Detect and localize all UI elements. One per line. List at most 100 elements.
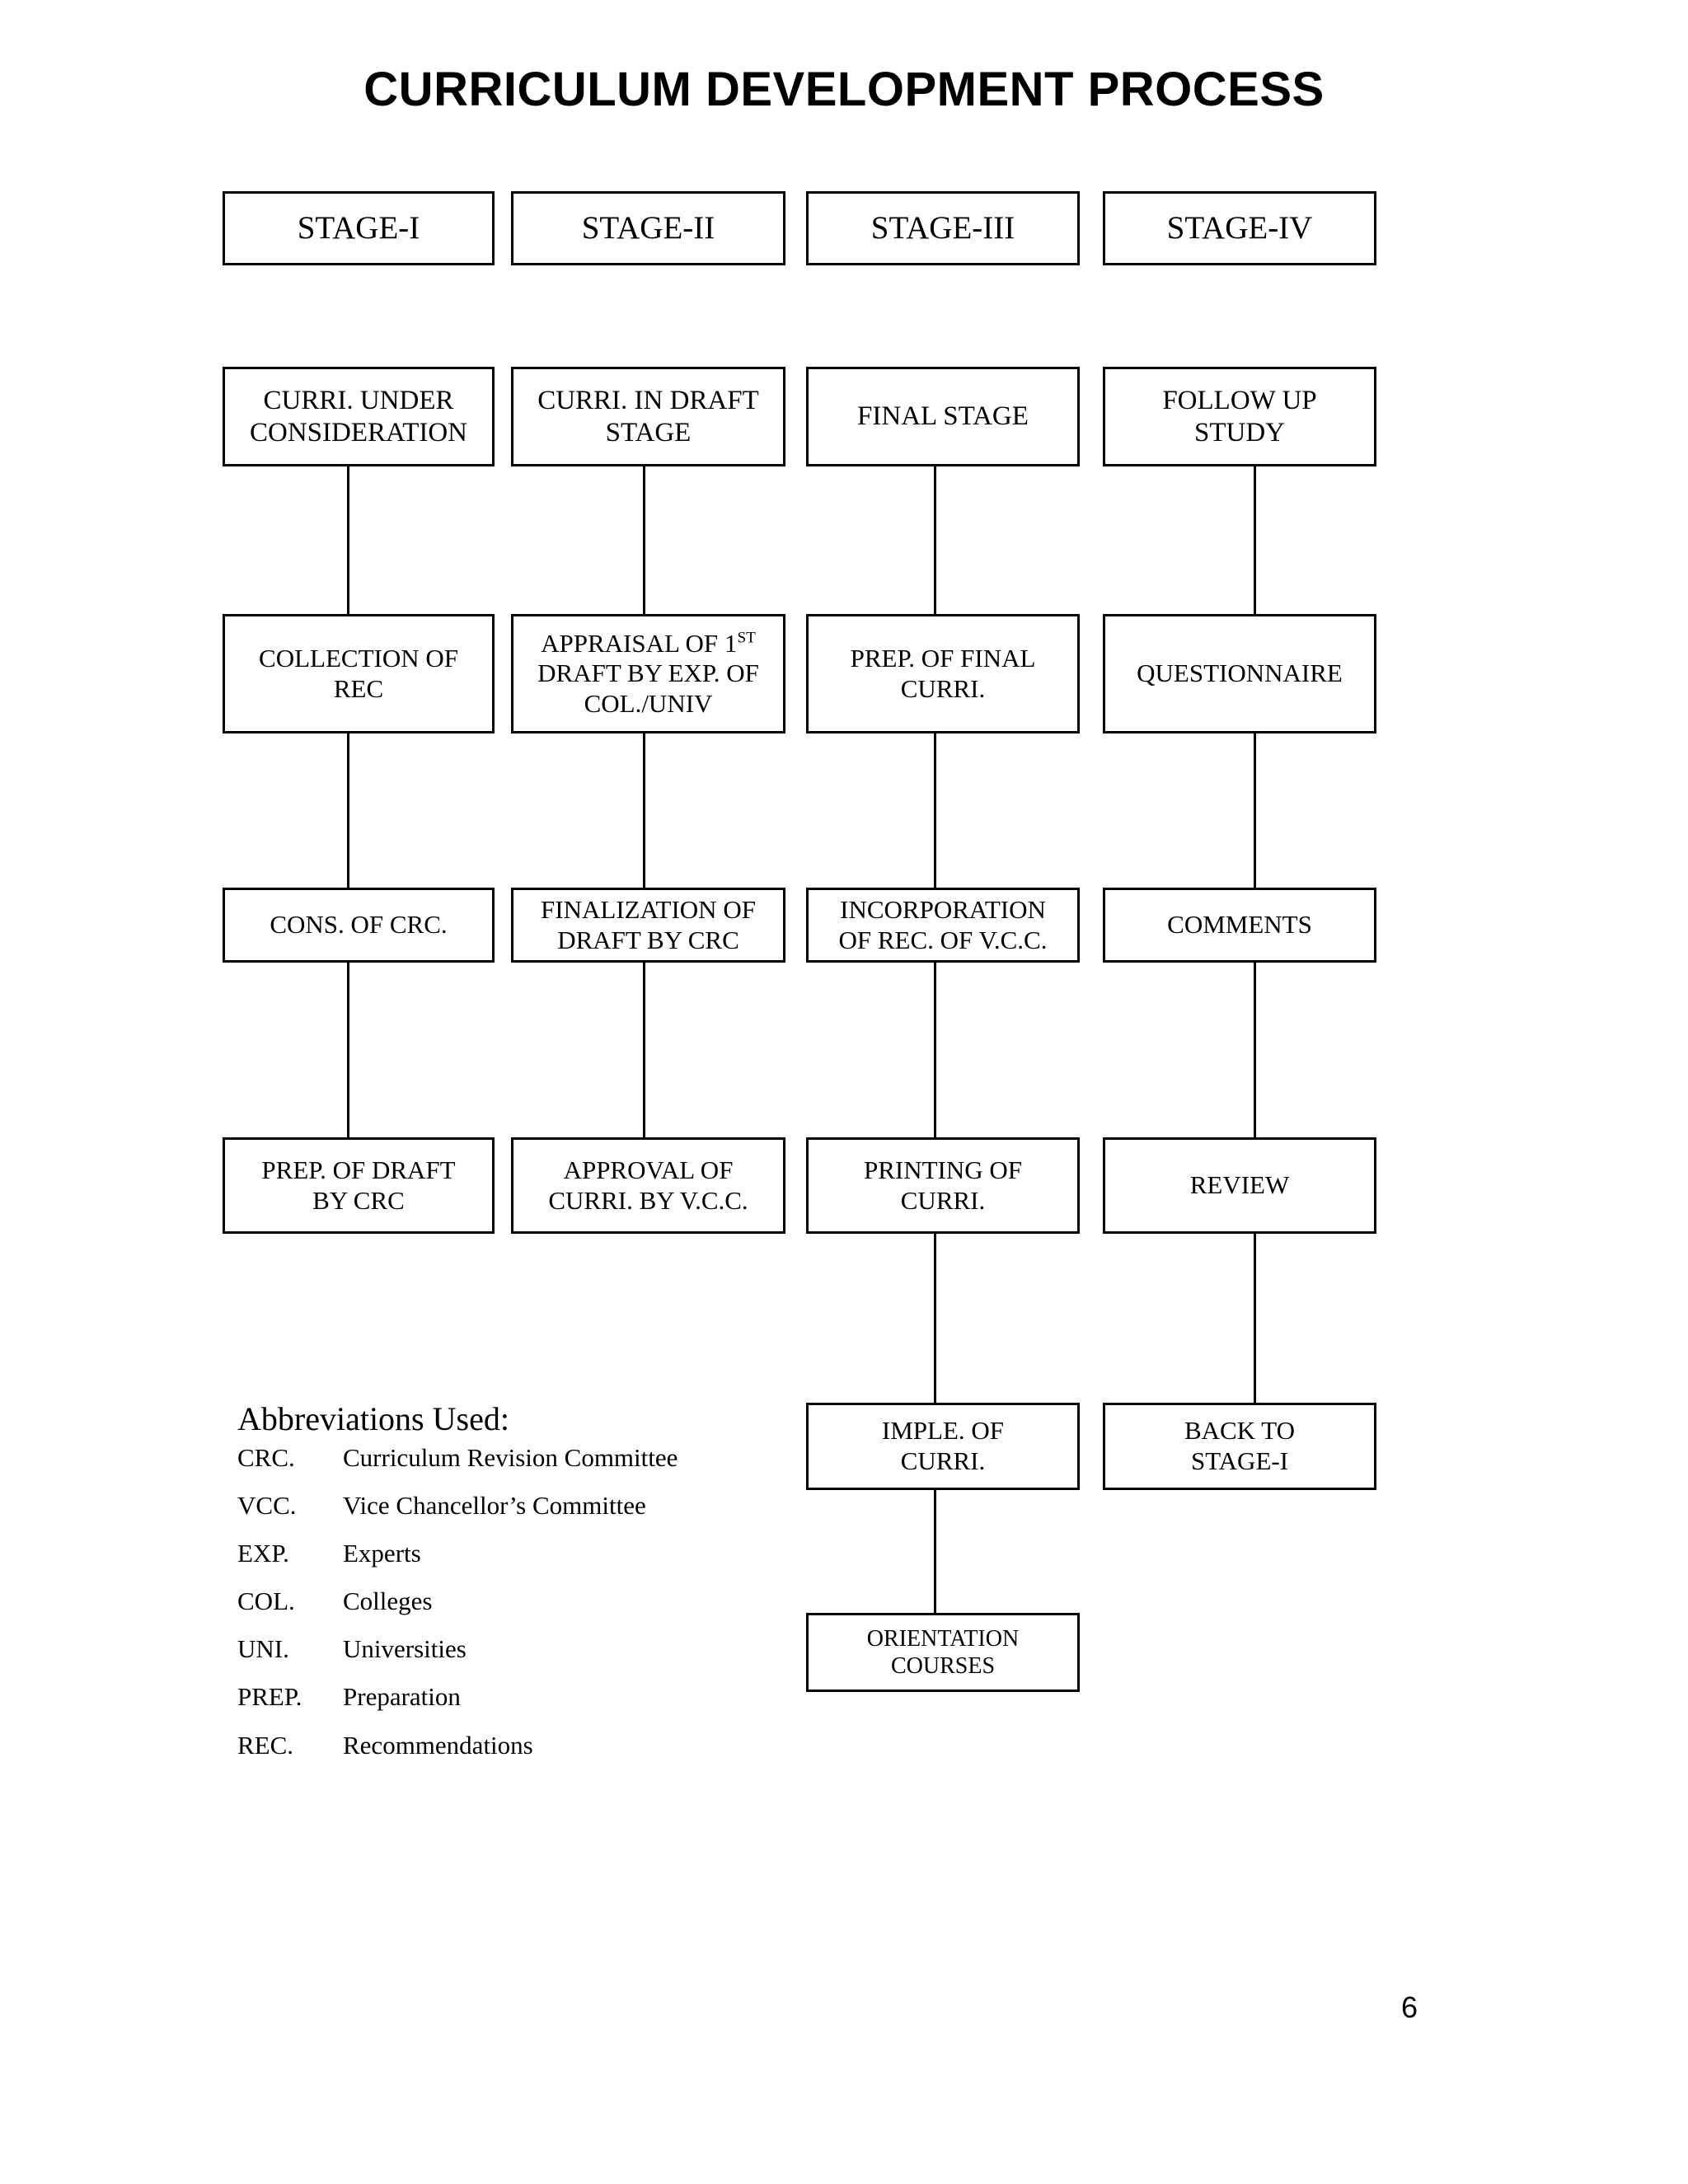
node-label: APPRAISAL OF 1ST DRAFT BY EXP. OF COL./U… [518, 629, 778, 719]
connector-c3-r2-r3 [934, 466, 936, 614]
node-label: CURRI. UNDER CONSIDERATION [230, 385, 487, 449]
abbreviation-key: EXP. [237, 1539, 289, 1568]
abbreviation-item: CRC. Curriculum Revision Committee [237, 1443, 765, 1472]
node-finalization-of-draft-by-crc: FINALIZATION OF DRAFT BY CRC [511, 888, 785, 963]
node-line-2: CONSIDERATION [250, 417, 467, 448]
connector-c2-r2-r3 [643, 466, 645, 614]
node-back-to-stage-i: BACK TO STAGE-I [1103, 1403, 1376, 1490]
node-line-1-text: APPRAISAL OF 1 [541, 628, 738, 658]
abbreviation-key: CRC. [237, 1443, 295, 1472]
node-line-1: FOLLOW UP [1162, 385, 1317, 415]
node-line-2: REC [333, 673, 384, 703]
node-line-2: STAGE [605, 417, 692, 448]
node-line-1: FINAL STAGE [857, 401, 1029, 432]
abbreviation-key: COL. [237, 1586, 295, 1616]
node-line-1: COLLECTION OF [259, 643, 458, 673]
abbreviations-block: Abbreviations Used: CRC. Curriculum Revi… [237, 1401, 765, 1779]
stage-box-1: STAGE-I [223, 191, 495, 265]
stage-box-3: STAGE-III [806, 191, 1080, 265]
abbreviation-value: Colleges [343, 1586, 433, 1616]
node-line-1: PRINTING OF [863, 1155, 1023, 1184]
node-curri-under-consideration: CURRI. UNDER CONSIDERATION [223, 367, 495, 466]
node-printing-of-curri: PRINTING OF CURRI. [806, 1137, 1080, 1234]
node-label: CONS. OF CRC. [230, 910, 487, 940]
connector-c3-r3-r4 [934, 733, 936, 888]
node-line-1: INCORPORATION [840, 894, 1046, 924]
abbreviation-item: REC. Recommendations [237, 1730, 765, 1760]
node-label: FINAL STAGE [814, 401, 1072, 433]
abbreviation-item: EXP. Experts [237, 1540, 765, 1568]
stage-box-2-label: STAGE-II [581, 209, 715, 246]
abbreviation-item: UNI. Universities [237, 1635, 765, 1663]
node-comments: COMMENTS [1103, 888, 1376, 963]
node-imple-of-curri: IMPLE. OF CURRI. [806, 1403, 1080, 1490]
abbreviation-value: Preparation [343, 1682, 461, 1712]
node-label: PREP. OF FINAL CURRI. [814, 644, 1072, 704]
node-incorporation-of-rec-of-vcc: INCORPORATION OF REC. OF V.C.C. [806, 888, 1080, 963]
page-number: 6 [1401, 1990, 1418, 2024]
node-label: COLLECTION OF REC [230, 644, 487, 704]
node-line-1: BACK TO [1184, 1416, 1296, 1446]
node-appraisal-of-first-draft: APPRAISAL OF 1ST DRAFT BY EXP. OF COL./U… [511, 614, 785, 733]
node-questionnaire: QUESTIONNAIRE [1103, 614, 1376, 733]
node-line-2: STUDY [1193, 417, 1285, 448]
node-line-2: BY CRC [312, 1185, 405, 1215]
abbreviation-key: PREP. [237, 1682, 302, 1712]
node-line-1: CONS. OF CRC. [270, 910, 448, 940]
connector-c3-r6-r7 [934, 1490, 936, 1613]
abbreviation-value: Recommendations [343, 1730, 533, 1760]
node-line-2: CURRI. [900, 1446, 986, 1475]
connector-c1-r4-r5 [347, 963, 349, 1137]
node-orientation-courses: ORIENTATION COURSES [806, 1613, 1080, 1692]
abbreviation-key: VCC. [237, 1491, 297, 1521]
abbreviation-item: VCC. Vice Chancellor’s Committee [237, 1491, 765, 1521]
connector-c2-r4-r5 [643, 963, 645, 1137]
node-line-1: PREP. OF FINAL [850, 643, 1036, 673]
stage-box-1-label: STAGE-I [297, 209, 420, 246]
node-line-1: APPRAISAL OF 1ST [541, 629, 756, 658]
node-line-2: DRAFT BY EXP. OF [537, 658, 759, 688]
node-label: QUESTIONNAIRE [1110, 658, 1369, 689]
node-line-1: FINALIZATION OF [541, 894, 756, 924]
node-label: BACK TO STAGE-I [1110, 1416, 1369, 1476]
abbreviation-value: Experts [343, 1539, 421, 1568]
connector-c1-r2-r3 [347, 466, 349, 614]
stage-box-4: STAGE-IV [1103, 191, 1376, 265]
node-line-1: CURRI. UNDER [263, 385, 454, 415]
connector-c1-r3-r4 [347, 733, 349, 888]
node-line-1: REVIEW [1189, 1170, 1290, 1200]
page-title: CURRICULUM DEVELOPMENT PROCESS [363, 63, 1325, 116]
connector-c4-r2-r3 [1254, 466, 1256, 614]
abbreviation-value: Curriculum Revision Committee [343, 1443, 678, 1472]
node-line-1: QUESTIONNAIRE [1137, 658, 1343, 688]
node-label: IMPLE. OF CURRI. [814, 1416, 1072, 1476]
connector-c4-r4-r5 [1254, 963, 1256, 1137]
stage-box-4-label: STAGE-IV [1166, 209, 1313, 246]
ordinal-superscript: ST [737, 629, 756, 647]
node-line-3: COL./UNIV [584, 688, 713, 718]
connector-c3-r4-r5 [934, 963, 936, 1137]
node-line-1: IMPLE. OF [881, 1416, 1005, 1446]
node-final-stage: FINAL STAGE [806, 367, 1080, 466]
node-label: PREP. OF DRAFT BY CRC [230, 1155, 487, 1216]
abbreviation-key: UNI. [237, 1634, 289, 1664]
node-label: INCORPORATION OF REC. OF V.C.C. [814, 895, 1072, 955]
node-line-2: DRAFT BY CRC [557, 925, 739, 954]
node-label: APPROVAL OF CURRI. BY V.C.C. [518, 1155, 778, 1216]
node-line-1: COMMENTS [1167, 910, 1312, 940]
node-label: FINALIZATION OF DRAFT BY CRC [518, 895, 778, 955]
node-line-2: STAGE-I [1190, 1446, 1289, 1475]
node-prep-of-draft-by-crc: PREP. OF DRAFT BY CRC [223, 1137, 495, 1234]
stage-box-2: STAGE-II [511, 191, 785, 265]
node-label: CURRI. IN DRAFT STAGE [518, 385, 778, 449]
abbreviation-value: Vice Chancellor’s Committee [343, 1491, 646, 1521]
node-approval-of-curri-by-vcc: APPROVAL OF CURRI. BY V.C.C. [511, 1137, 785, 1234]
connector-c3-r5-r6 [934, 1234, 936, 1403]
node-line-1: CURRI. IN DRAFT [537, 385, 759, 415]
node-prep-of-final-curri: PREP. OF FINAL CURRI. [806, 614, 1080, 733]
node-line-1: APPROVAL OF [563, 1155, 734, 1184]
abbreviation-item: PREP. Preparation [237, 1683, 765, 1711]
node-review: REVIEW [1103, 1137, 1376, 1234]
node-label: ORIENTATION COURSES [814, 1625, 1072, 1680]
